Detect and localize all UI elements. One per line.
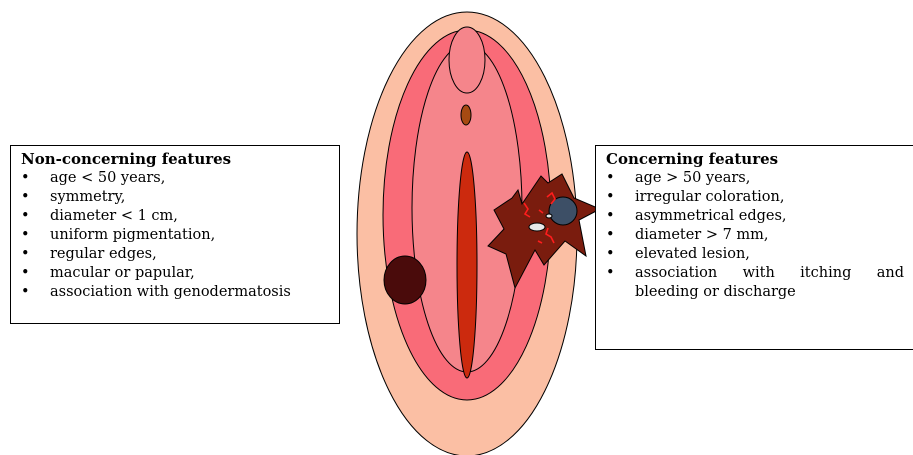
list-item: association with genodermatosis [21,283,333,302]
list-item: elevated lesion, [606,245,904,264]
list-item-continuation: bleeding or discharge [606,283,904,302]
white-spot-large [529,223,545,231]
concerning-title: Concerning features [606,150,904,169]
vaginal-core-shape [457,152,477,378]
list-item: association with itching and [606,264,904,283]
small-spot [461,105,471,125]
list-item: diameter < 1 cm, [21,207,333,226]
list-item: age > 50 years, [606,169,904,188]
non-concerning-features-box: Non-concerning features age < 50 years, … [10,145,340,324]
list-item: age < 50 years, [21,169,333,188]
concerning-features-box: Concerning features age > 50 years, irre… [595,145,913,350]
list-item: asymmetrical edges, [606,207,904,226]
list-item: regular edges, [21,245,333,264]
non-concerning-title: Non-concerning features [21,150,333,169]
list-item: irregular coloration, [606,188,904,207]
white-spot-small [546,214,552,218]
list-item: macular or papular, [21,264,333,283]
list-item: symmetry, [21,188,333,207]
clitoral-hood-shape [449,27,485,93]
non-concerning-list: age < 50 years, symmetry, diameter < 1 c… [21,169,333,302]
list-item: uniform pigmentation, [21,226,333,245]
list-item: diameter > 7 mm, [606,226,904,245]
concerning-list: age > 50 years, irregular coloration, as… [606,169,904,302]
dark-benign-lesion [384,256,426,304]
